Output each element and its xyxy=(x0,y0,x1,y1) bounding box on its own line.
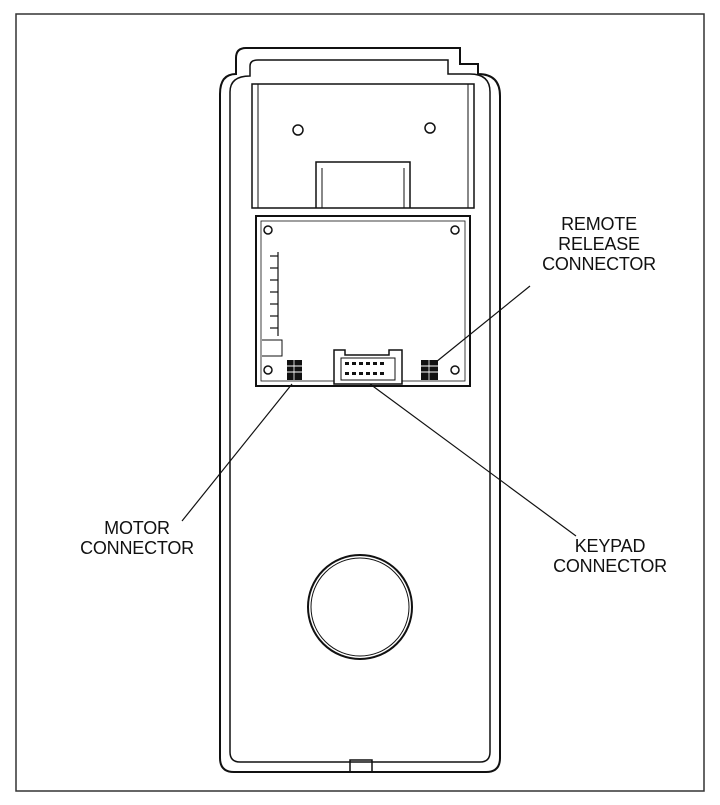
figure-frame xyxy=(15,13,705,792)
motor-connector xyxy=(287,360,302,380)
keypad-label-line1: KEYPAD xyxy=(574,536,646,556)
board-hole-top-right xyxy=(450,225,460,235)
remote-release-label-line1: REMOTE xyxy=(561,214,637,234)
remote-release-connector-label: REMOTE RELEASE CONNECTOR xyxy=(524,214,674,274)
upper-compartment xyxy=(251,83,475,209)
remote-release-label-line3: CONNECTOR xyxy=(542,254,656,274)
circuit-board xyxy=(255,215,471,387)
remote-release-connector xyxy=(421,360,438,380)
remote-release-label-line2: RELEASE xyxy=(558,234,640,254)
board-hole-bottom-left xyxy=(263,365,273,375)
housing-outer-outline xyxy=(219,47,501,773)
mounting-hole-right xyxy=(424,122,436,134)
leader-remote-release xyxy=(435,285,531,363)
keypad-label-line2: CONNECTOR xyxy=(553,556,667,576)
keypad-connector xyxy=(333,349,403,385)
motor-label-line2: CONNECTOR xyxy=(80,538,194,558)
mounting-hole-left xyxy=(292,124,304,136)
board-hole-bottom-right xyxy=(450,365,460,375)
bottom-tab xyxy=(349,759,373,772)
housing-inner-outline xyxy=(229,59,491,763)
board-hole-top-left xyxy=(263,225,273,235)
motor-label-line1: MOTOR xyxy=(104,518,170,538)
upper-center-block xyxy=(315,161,411,208)
leader-motor xyxy=(181,383,293,522)
leader-keypad xyxy=(369,383,577,537)
motor-connector-label: MOTOR CONNECTOR xyxy=(62,518,212,558)
keypad-connector-label: KEYPAD CONNECTOR xyxy=(535,536,685,576)
board-edge-header xyxy=(270,252,279,336)
lock-cylinder-opening xyxy=(307,554,413,660)
